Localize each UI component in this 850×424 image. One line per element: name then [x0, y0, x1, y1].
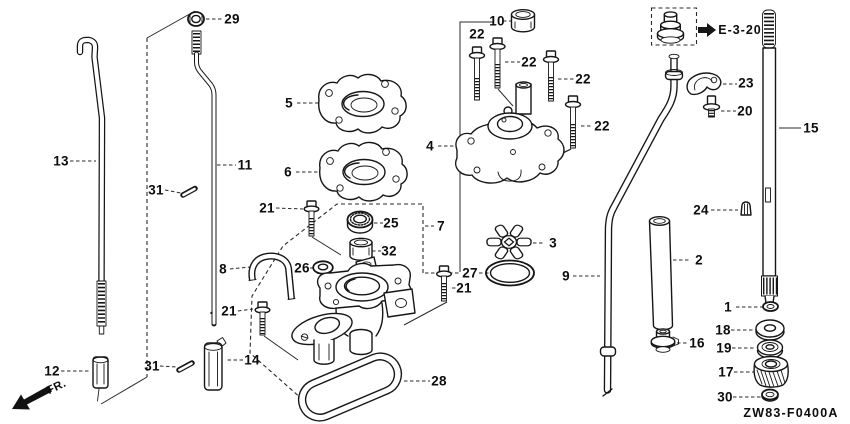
tube-holder-14 [203, 337, 227, 391]
callout-10[interactable]: 10 [489, 13, 505, 29]
shaft-sleeve-32 [349, 237, 373, 261]
pinion-gear-17 [753, 355, 789, 388]
callout-22[interactable]: 22 [575, 71, 591, 87]
flange-bolt-20 [702, 95, 721, 118]
circlip-washer-1 [762, 301, 779, 312]
callout-7[interactable]: 7 [437, 218, 445, 234]
callout-12[interactable]: 12 [44, 363, 60, 379]
callout-30[interactable]: 30 [717, 389, 733, 405]
callout-8[interactable]: 8 [219, 261, 227, 277]
callout-31[interactable]: 31 [144, 358, 160, 374]
callout-17[interactable]: 17 [718, 364, 734, 380]
shift-rod-11 [191, 30, 217, 327]
flange-bolt-22-c [542, 50, 560, 102]
washer-18 [755, 319, 785, 341]
group-boundary-lines [100, 7, 698, 408]
callout-6[interactable]: 6 [284, 164, 292, 180]
callout-16[interactable]: 16 [689, 335, 705, 351]
callout-20[interactable]: 20 [737, 103, 753, 119]
callout-25[interactable]: 25 [383, 215, 399, 231]
pump-housing-4 [455, 81, 565, 184]
callout-19[interactable]: 19 [716, 340, 732, 356]
callout-21[interactable]: 21 [456, 280, 472, 296]
front-direction-arrow-icon [12, 385, 52, 410]
front-marker-label: FR. [45, 377, 69, 398]
washer-19 [756, 339, 784, 359]
callout-29[interactable]: 29 [224, 11, 240, 27]
callout-26[interactable]: 26 [294, 260, 310, 276]
o-ring-27 [485, 259, 535, 287]
flange-bolt-22-b [489, 37, 506, 89]
callout-32[interactable]: 32 [381, 243, 397, 259]
reference-arrow-icon [698, 23, 716, 37]
callout-21[interactable]: 21 [221, 303, 237, 319]
flange-bolt-21-b [254, 301, 271, 336]
rod-collar-12 [92, 356, 109, 402]
impeller-3 [486, 224, 532, 260]
nut-29 [187, 11, 205, 27]
extension-tube-2 [648, 215, 674, 331]
shift-rod-13 [76, 36, 107, 335]
reference-link[interactable]: E-3-20 [718, 22, 762, 37]
mount-rubber-e-3-20 [656, 11, 685, 44]
water-seal-25 [346, 210, 374, 234]
shift-fork-23 [686, 72, 722, 96]
callout-22[interactable]: 22 [469, 26, 485, 42]
flange-bolt-21-c [436, 265, 453, 302]
grommet-16 [650, 328, 679, 353]
vertical-shaft-15 [761, 9, 778, 305]
callout-9[interactable]: 9 [562, 268, 570, 284]
callout-22[interactable]: 22 [594, 118, 610, 134]
callout-31[interactable]: 31 [148, 182, 164, 198]
callout-2[interactable]: 2 [695, 252, 703, 268]
gasket-28 [297, 352, 403, 422]
callout-24[interactable]: 24 [693, 202, 709, 218]
flange-bolt-21-a [303, 200, 320, 237]
clip-24 [740, 201, 752, 216]
callout-3[interactable]: 3 [549, 235, 557, 251]
callout-5[interactable]: 5 [285, 95, 293, 111]
pin-31-upper [180, 185, 198, 198]
pin-31-lower [176, 360, 195, 373]
callout-22[interactable]: 22 [521, 54, 537, 70]
callout-23[interactable]: 23 [738, 75, 754, 91]
drawing-code: ZW83-F0400A [743, 405, 839, 420]
nut-30 [761, 388, 779, 402]
callout-11[interactable]: 11 [237, 157, 253, 173]
pump-base-housing [291, 256, 416, 365]
cup-seal-10 [510, 8, 536, 33]
callout-14[interactable]: 14 [244, 352, 260, 368]
flange-bolt-22-a [468, 46, 486, 101]
callout-13[interactable]: 13 [53, 153, 69, 169]
pipe-hook-8 [248, 252, 296, 300]
callout-21[interactable]: 21 [259, 200, 275, 216]
callout-1[interactable]: 1 [724, 299, 732, 315]
callout-27[interactable]: 27 [462, 265, 478, 281]
callout-15[interactable]: 15 [803, 120, 819, 136]
flange-bolt-22-d [564, 95, 582, 149]
water-tube-9 [599, 53, 684, 397]
callout-18[interactable]: 18 [715, 322, 731, 338]
callout-28[interactable]: 28 [431, 373, 447, 389]
callout-4[interactable]: 4 [426, 138, 434, 154]
